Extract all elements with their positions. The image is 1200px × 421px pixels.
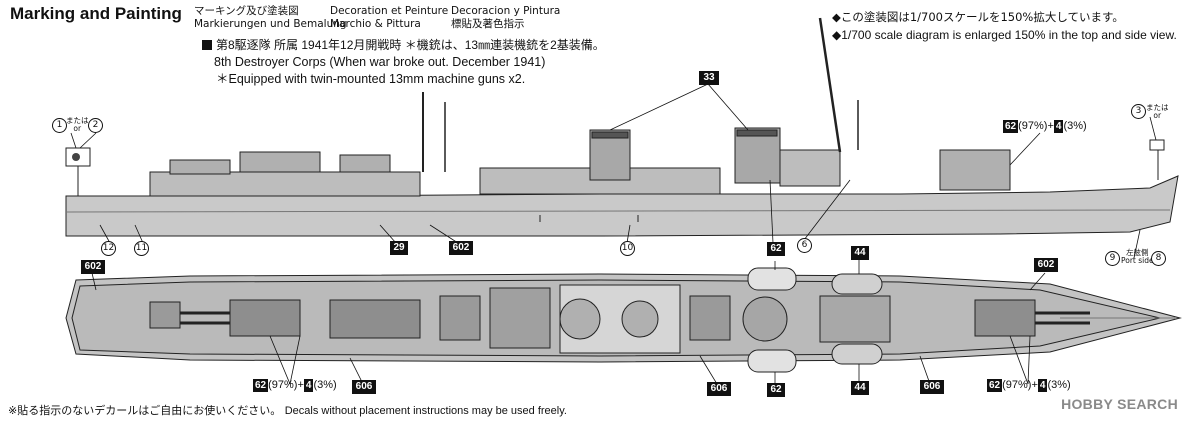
aft-superstructure <box>149 171 421 197</box>
bridge-block <box>779 149 841 187</box>
callout-11: 11 <box>134 241 149 256</box>
corps-bullet-icon <box>202 40 212 50</box>
callout-3: 3 <box>1131 104 1146 119</box>
heading-de: Markierungen und Bemalung <box>194 18 347 30</box>
callout-12: 12 <box>101 241 116 256</box>
callout-606-fore: 606 <box>920 380 944 394</box>
fore-mast <box>818 17 842 153</box>
callout-602-bow: 602 <box>1034 258 1058 272</box>
callout-8: 8 <box>1151 251 1166 266</box>
heading-it: Marchio & Pittura <box>330 18 421 30</box>
cutter-starboard <box>831 343 883 365</box>
torpedo-mount-aft <box>439 295 481 341</box>
mid-deckhouse <box>339 154 391 173</box>
corps-note-en-2: ＊Equipped with twin-mounted 13mm machine… <box>216 72 526 86</box>
callout-33: 33 <box>699 71 719 85</box>
aft-turret-2-side <box>239 151 321 173</box>
callout-44-starboard: 44 <box>851 381 869 395</box>
fore-turret-top <box>974 299 1036 337</box>
heading-zh: 標貼及著色指示 <box>451 18 525 30</box>
scale-note-en: ◆1/700 scale diagram is enlarged 150% in… <box>832 28 1177 42</box>
language-heading-group-3: Decoracion y Pintura 標貼及著色指示 <box>451 5 560 31</box>
callout-602-side: 602 <box>449 241 473 255</box>
watermark-logo: HOBBY SEARCH <box>1061 396 1178 412</box>
corps-note-jp: 第8駆逐隊 所属 1941年12月開戦時 ＊機銃は、13㎜連装機銃を2基装備。 <box>216 38 605 52</box>
page-title: Marking and Painting <box>10 4 182 23</box>
heading-es: Decoracion y Pintura <box>451 5 561 17</box>
callout-44-port: 44 <box>851 246 869 260</box>
heading-fr: Decoration et Peinture <box>330 5 449 17</box>
top-leader-lines <box>91 260 1046 385</box>
callout-2: 2 <box>88 118 103 133</box>
boat-starboard <box>747 349 797 373</box>
callout-62-top: 62 <box>767 383 785 397</box>
language-heading-group-1: マーキング及び塗装図 Markierungen und Bemalung <box>194 5 347 31</box>
paint-mix-side: 62(97%)+4(3%) <box>1003 120 1087 133</box>
heading-jp: マーキング及び塗装図 <box>194 5 299 17</box>
bridge-top <box>819 295 891 343</box>
callout-606-aft: 606 <box>352 380 376 394</box>
side-leader-lines <box>70 83 1157 259</box>
side-view <box>65 17 1179 237</box>
callout-606-mid: 606 <box>707 382 731 396</box>
footer-note-jp: ※貼る指示のないデカールはご自由にお使いください。 <box>8 404 282 417</box>
funnel-cap <box>591 131 629 139</box>
cross-structure-top <box>621 300 659 338</box>
callout-6: 6 <box>797 238 812 253</box>
rising-sun-disc <box>72 153 80 161</box>
corps-note: 第8駆逐隊 所属 1941年12月開戦時 ＊機銃は、13㎜連装機銃を2基装備。 … <box>202 37 605 88</box>
footer-note: ※貼る指示のないデカールはご自由にお使いください。 Decals without… <box>8 402 567 418</box>
cutter-port <box>831 273 883 295</box>
aft-funnel-top <box>559 298 601 340</box>
fore-turret-side <box>939 149 1011 191</box>
corps-note-en-1: 8th Destroyer Corps (When war broke out.… <box>214 55 546 69</box>
scale-note-jp: ◆この塗装図は1/700スケールを150%拡大しています。 <box>832 10 1124 24</box>
callout-10: 10 <box>620 241 635 256</box>
aft-turret-side <box>169 159 231 175</box>
stern-gear <box>149 301 181 329</box>
callout-602-stern: 602 <box>81 260 105 274</box>
footer-note-en: Decals without placement instructions ma… <box>284 405 567 417</box>
callout-1: 1 <box>52 118 67 133</box>
paint-mix-aft: 62(97%)+4(3%) <box>253 379 337 392</box>
language-heading-group-2: Decoration et Peinture Marchio & Pittura <box>330 5 448 31</box>
torpedo-mount-fore <box>689 295 731 341</box>
fore-funnel-top <box>742 296 788 342</box>
aft-turret-top-1 <box>229 299 301 337</box>
boat-port <box>747 267 797 291</box>
callout-29: 29 <box>390 241 408 255</box>
aft-turret-top-2 <box>329 299 421 339</box>
funnel-cap-2 <box>736 129 778 137</box>
hull-waterline <box>65 209 1171 213</box>
paint-mix-fore: 62(97%)+4(3%) <box>987 379 1071 392</box>
callout-9: 9 <box>1105 251 1120 266</box>
torpedo-mount-mid <box>489 287 551 349</box>
top-view <box>65 267 1182 373</box>
callout-62-side: 62 <box>767 242 785 256</box>
jack-flag <box>1149 139 1165 151</box>
